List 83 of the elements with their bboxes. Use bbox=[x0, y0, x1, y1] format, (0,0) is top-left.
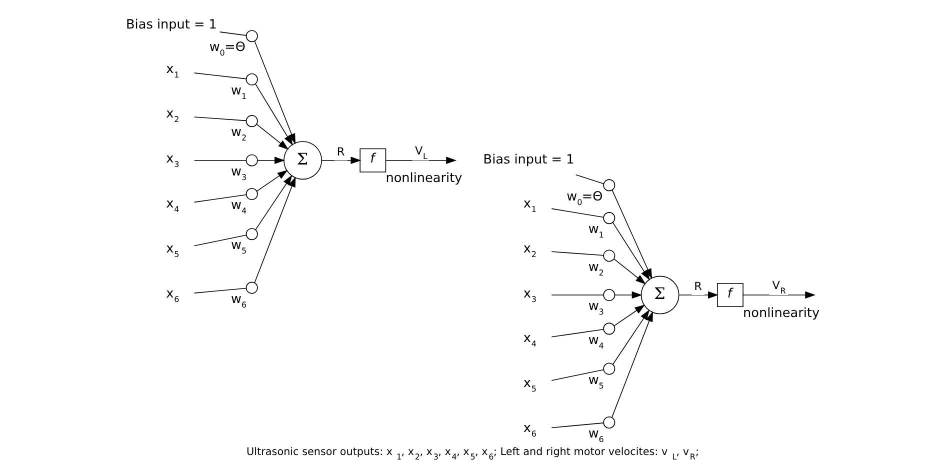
node-text: Bias input = 1 bbox=[483, 152, 574, 168]
node-text: x$_{6}$ bbox=[166, 286, 180, 304]
node-circle bbox=[603, 322, 616, 335]
arrow bbox=[256, 124, 289, 150]
connector bbox=[194, 160, 246, 161]
arrow bbox=[614, 304, 646, 326]
node-circle bbox=[603, 250, 616, 262]
arrow bbox=[614, 258, 646, 284]
node-text: x$_{4}$ bbox=[166, 196, 180, 214]
node-label: w$_{6}$ bbox=[588, 426, 604, 444]
arrow bbox=[612, 222, 650, 280]
node-circle: Σ bbox=[284, 141, 322, 180]
node-text: Bias input = 1 bbox=[126, 18, 217, 33]
connector bbox=[551, 208, 604, 218]
node-circle bbox=[603, 289, 616, 302]
node-circle bbox=[246, 30, 258, 42]
edge-label: R bbox=[694, 280, 702, 293]
connector bbox=[551, 369, 604, 381]
connector bbox=[219, 32, 247, 36]
arrow bbox=[255, 84, 293, 146]
node-circle bbox=[603, 362, 616, 375]
arrow bbox=[612, 310, 650, 365]
node-label: nonlinearity bbox=[386, 171, 462, 186]
arrow bbox=[742, 291, 816, 299]
node-box: f bbox=[716, 283, 744, 308]
arrow bbox=[256, 170, 288, 192]
arrow bbox=[255, 174, 292, 230]
node-label: w$_{0}$=Θ bbox=[209, 40, 246, 58]
edge-label: V$_{R}$ bbox=[772, 279, 786, 296]
edge-label: R bbox=[336, 145, 345, 158]
connector bbox=[551, 329, 604, 338]
node-text: x$_{3}$ bbox=[523, 286, 536, 304]
node-text: x$_{3}$ bbox=[166, 152, 180, 170]
node-label: w$_{5}$ bbox=[231, 238, 247, 256]
node-circle bbox=[246, 228, 258, 240]
node-label: w$_{5}$ bbox=[588, 372, 604, 390]
node-label: w$_{3}$ bbox=[231, 164, 247, 182]
node-label: w$_{0}$=Θ bbox=[566, 189, 603, 207]
connector bbox=[575, 174, 604, 184]
node-text: x$_{5}$ bbox=[523, 376, 536, 394]
node-label: nonlinearity bbox=[743, 306, 820, 321]
arrow bbox=[614, 291, 642, 299]
node-circle bbox=[603, 416, 616, 428]
edge-label: V$_{L}$ bbox=[414, 144, 428, 161]
connector bbox=[194, 234, 246, 246]
node-label: w$_{2}$ bbox=[231, 125, 247, 143]
connector bbox=[551, 251, 604, 256]
connector bbox=[551, 294, 604, 296]
node-label: w$_{1}$ bbox=[588, 222, 604, 240]
arrow bbox=[678, 291, 718, 299]
node-text: x$_{2}$ bbox=[166, 106, 180, 124]
node-text: x$_{2}$ bbox=[523, 241, 536, 259]
node-label: w$_{6}$ bbox=[231, 292, 247, 310]
node-label: w$_{4}$ bbox=[588, 332, 604, 350]
arrow bbox=[385, 156, 457, 164]
connector bbox=[194, 116, 246, 122]
node-text: x$_{6}$ bbox=[523, 420, 536, 438]
node-circle: Σ bbox=[640, 276, 680, 314]
node-label: w$_{2}$ bbox=[588, 260, 604, 278]
node-circle bbox=[246, 115, 258, 128]
connector bbox=[194, 288, 246, 294]
node-text: x$_{1}$ bbox=[523, 196, 536, 214]
node-circle bbox=[246, 282, 258, 294]
arrow bbox=[322, 156, 362, 164]
node-text: x$_{1}$ bbox=[166, 62, 180, 80]
node-label: w$_{4}$ bbox=[231, 198, 247, 216]
caption: Ultrasonic sensor outputs: x$_{1}$, x$_{2}$, x$_{3}$, x$_{4}$, x$_{5}$, x$_{6}$; Left and right motor velocites: v$_{L}$, v$_{R}$; bbox=[246, 446, 699, 462]
node-circle bbox=[603, 179, 616, 192]
node-circle bbox=[603, 212, 616, 224]
node-circle bbox=[246, 154, 258, 166]
arrow bbox=[257, 156, 285, 164]
connector bbox=[551, 422, 604, 428]
node-text: x$_{5}$ bbox=[166, 241, 180, 259]
connector bbox=[194, 194, 246, 203]
connector bbox=[194, 72, 246, 80]
arrow bbox=[612, 311, 653, 418]
node-text: x$_{4}$ bbox=[523, 331, 536, 349]
node-circle bbox=[246, 73, 258, 86]
node-label: w$_{3}$ bbox=[588, 299, 604, 317]
node-label: w$_{1}$ bbox=[231, 83, 247, 101]
node-circle bbox=[246, 188, 258, 200]
arrow bbox=[254, 176, 296, 284]
node-box: f bbox=[360, 148, 386, 172]
